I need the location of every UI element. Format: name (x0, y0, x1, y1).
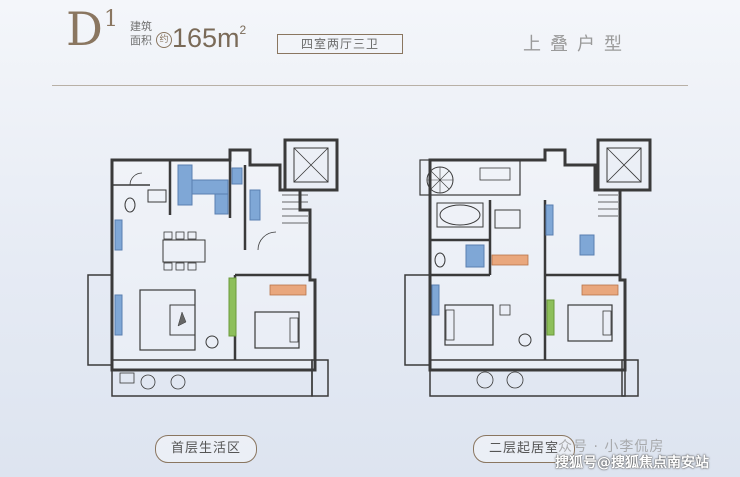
plan2-stairs (598, 194, 618, 217)
unit-number: 1 (104, 7, 118, 32)
plan1-bed (254, 311, 300, 349)
layout-description: 四室两厅三卫 (277, 34, 403, 54)
plan1-tv-cab (114, 294, 123, 336)
plan2-sink-blue (465, 244, 485, 268)
plan2-bed-1-pillow (445, 309, 455, 341)
plan1-balcony-chair-1 (140, 374, 156, 390)
plan1-elevator-car (293, 147, 329, 183)
plan2-green-panel (546, 299, 555, 336)
plan1-elevator (283, 138, 339, 192)
plan2-bedroom-walls (430, 273, 620, 360)
approx-badge: 约 (156, 32, 172, 48)
plan2-terrace (419, 159, 521, 196)
plan1-kitchen-counter-2 (191, 179, 229, 195)
plan2-side-table (499, 304, 511, 316)
floor-label-second: 二层起居室 (473, 435, 575, 463)
plan2-bathtub-frame (436, 202, 484, 228)
plan2-toilet (434, 252, 446, 268)
watermark-sohu: 搜狐号@搜狐焦点南安站 (555, 455, 709, 471)
floor-plan-second (404, 138, 652, 397)
plan1-elevator-x (293, 147, 329, 183)
plan2-balcony-chair-2 (506, 371, 524, 389)
plan1-balcony-right (311, 359, 329, 397)
plan1-kitchen-wall (168, 160, 247, 250)
plan1-kitchen-counter-1 (177, 164, 193, 206)
plan2-balcony-chair-1 (476, 371, 494, 389)
plan2-wardrobe-1 (491, 254, 529, 266)
floor-plan-first (87, 138, 339, 397)
plan1-wardrobe (269, 284, 307, 296)
area-number: 165m (172, 23, 240, 53)
unit-type-title: 上叠户型 (523, 34, 631, 55)
plan1-balcony-left (87, 274, 113, 366)
plan1-green-panel (228, 277, 237, 337)
plan2-bath-wall (430, 200, 547, 275)
plan1-fridge (231, 167, 243, 185)
header: D 1 建筑面积 约 165m2 四室两厅三卫 上叠户型 (0, 0, 740, 88)
area-label: 建筑面积 (130, 20, 152, 47)
plan1-balcony-table (119, 372, 135, 384)
plan1-stairs (282, 194, 308, 224)
area-unit-sup: 2 (239, 23, 247, 37)
plan2-elevator-car (606, 147, 642, 183)
plan2-balcony-bottom (429, 359, 626, 397)
plan1-dining-chairs (163, 231, 197, 271)
plan2-terrace-seat (479, 167, 511, 181)
plan2-balcony-right (621, 359, 639, 397)
floor-label-first: 首层生活区 (155, 435, 257, 463)
plan1-coffee-table (169, 304, 196, 336)
plan2-blue-strip-2 (579, 234, 595, 256)
plan2-bathtub (439, 204, 481, 226)
plan2-elevator-x (606, 147, 642, 183)
plan1-wall-cab-blue (114, 219, 123, 251)
plan2-bed-1 (444, 304, 494, 346)
plan2-blue-strip-1 (545, 204, 554, 236)
plan2-armchair (518, 333, 532, 347)
watermark-account: 众号 · 小李侃房 (558, 439, 665, 455)
plan1-door-arc-2 (129, 172, 143, 186)
plan2-balcony-left (404, 274, 431, 366)
plan1-balcony-chair-2 (170, 374, 186, 390)
plan1-rug-star (177, 311, 187, 327)
plan2-blue-strip-3 (431, 284, 440, 316)
plan2-bed-2 (567, 304, 613, 342)
header-divider (52, 85, 688, 86)
area-value: 165m2 (172, 24, 246, 52)
floor-plans (87, 138, 652, 397)
plan1-dining-table (162, 239, 206, 263)
plan1-kitchen-counter-3 (214, 193, 229, 215)
plan2-bed-2-pillow (602, 310, 612, 336)
plan1-sink (147, 189, 167, 203)
plan1-armchair (205, 335, 219, 349)
plan1-closet-blue (249, 189, 261, 221)
plan2-round-table-spokes (427, 167, 453, 193)
plan1-pillow (289, 317, 299, 343)
plan2-desk (494, 209, 521, 229)
plan1-door-arc (257, 231, 277, 251)
plan2-wardrobe-2 (581, 284, 619, 296)
plan1-toilet (124, 197, 136, 213)
plan2-elevator (596, 138, 652, 192)
unit-letter: D (66, 2, 103, 56)
